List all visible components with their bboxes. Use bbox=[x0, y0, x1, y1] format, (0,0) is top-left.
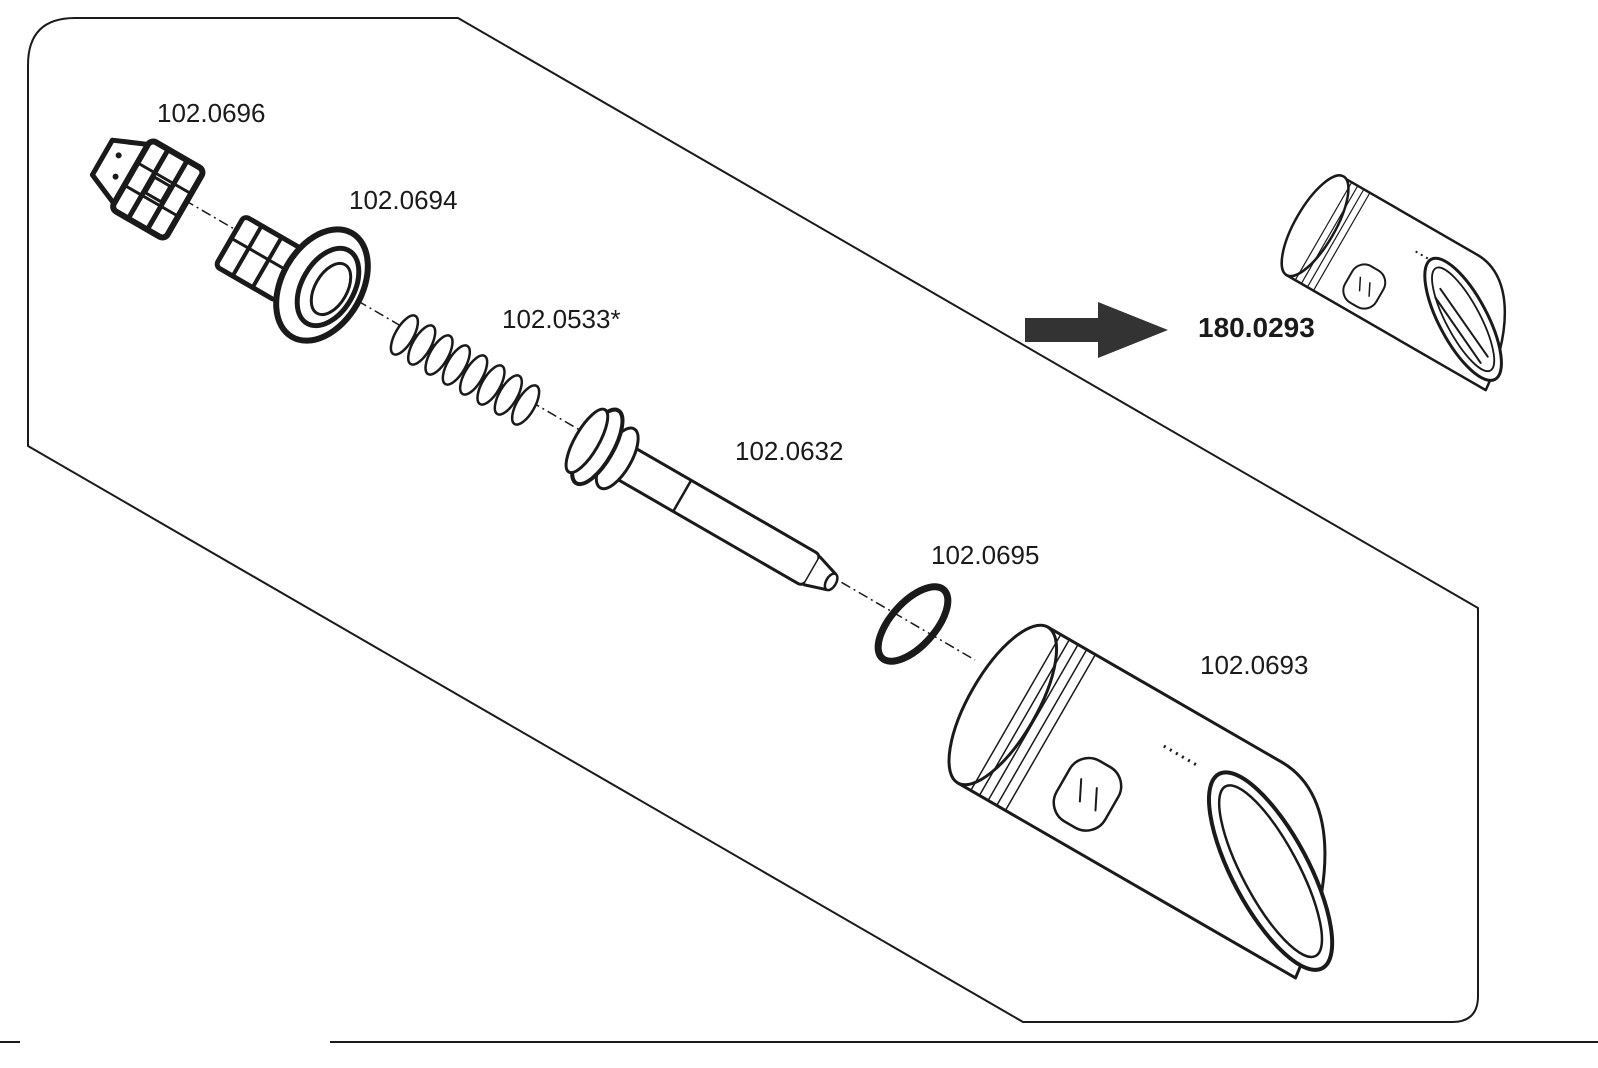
o-ring-part bbox=[874, 583, 952, 665]
label-102-0694: 102.0694 bbox=[349, 185, 457, 215]
body-part bbox=[947, 623, 1335, 980]
valve-seat-part bbox=[214, 215, 371, 344]
valve-pin-part bbox=[564, 407, 839, 592]
spring-part bbox=[389, 314, 541, 426]
label-102-0695: 102.0695 bbox=[931, 540, 1039, 570]
label-102-0693: 102.0693 bbox=[1200, 650, 1308, 680]
label-102-0533: 102.0533* bbox=[502, 304, 621, 334]
label-102-0696: 102.0696 bbox=[157, 98, 265, 128]
nozzle-cap-part bbox=[89, 137, 206, 241]
label-102-0632: 102.0632 bbox=[735, 436, 843, 466]
diagram-frame bbox=[27, 17, 1479, 1023]
complete-assembly bbox=[1280, 174, 1506, 392]
label-180-0293: 180.0293 bbox=[1198, 312, 1315, 343]
arrow-icon bbox=[1025, 302, 1168, 358]
